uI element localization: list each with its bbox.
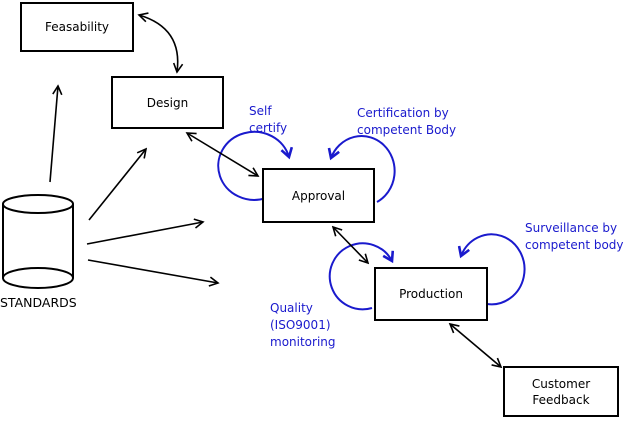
edge-feasability-design: [139, 15, 178, 72]
node-approval-label: Approval: [291, 188, 346, 203]
edge-design-approval: [187, 133, 258, 176]
edge-production-customer-feedback: [450, 324, 501, 367]
annotation-quality-monitoring: Quality (ISO9001) monitoring: [270, 301, 336, 349]
edge-standards-production: [87, 259, 218, 283]
standards-cylinder: [2, 194, 74, 289]
node-standards-label: STANDARDS: [0, 295, 77, 310]
self-loop-certification: [331, 135, 396, 203]
node-production-label: Production: [399, 287, 463, 301]
node-design-label: Design: [146, 95, 189, 110]
self-loop-surveillance: [461, 233, 526, 306]
node-customer-feedback-label: Customer Feedback: [531, 376, 591, 407]
edge-standards-feasability: [49, 86, 58, 183]
edge-approval-production: [333, 227, 368, 263]
node-feasability-label: Feasability: [44, 20, 109, 34]
node-design: Design: [111, 76, 224, 129]
annotation-certification: Certification by competent Body: [357, 106, 457, 137]
edge-standards-design: [88, 149, 146, 221]
node-feasability: Feasability: [20, 2, 134, 52]
node-approval: Approval: [262, 168, 375, 223]
edge-standards-approval: [86, 222, 203, 245]
annotation-surveillance: Surveillance by competent body: [525, 221, 624, 252]
node-production: Production: [374, 267, 488, 321]
node-customer-feedback: Customer Feedback: [503, 366, 619, 417]
annotation-self-certify: Self certify: [249, 104, 288, 135]
